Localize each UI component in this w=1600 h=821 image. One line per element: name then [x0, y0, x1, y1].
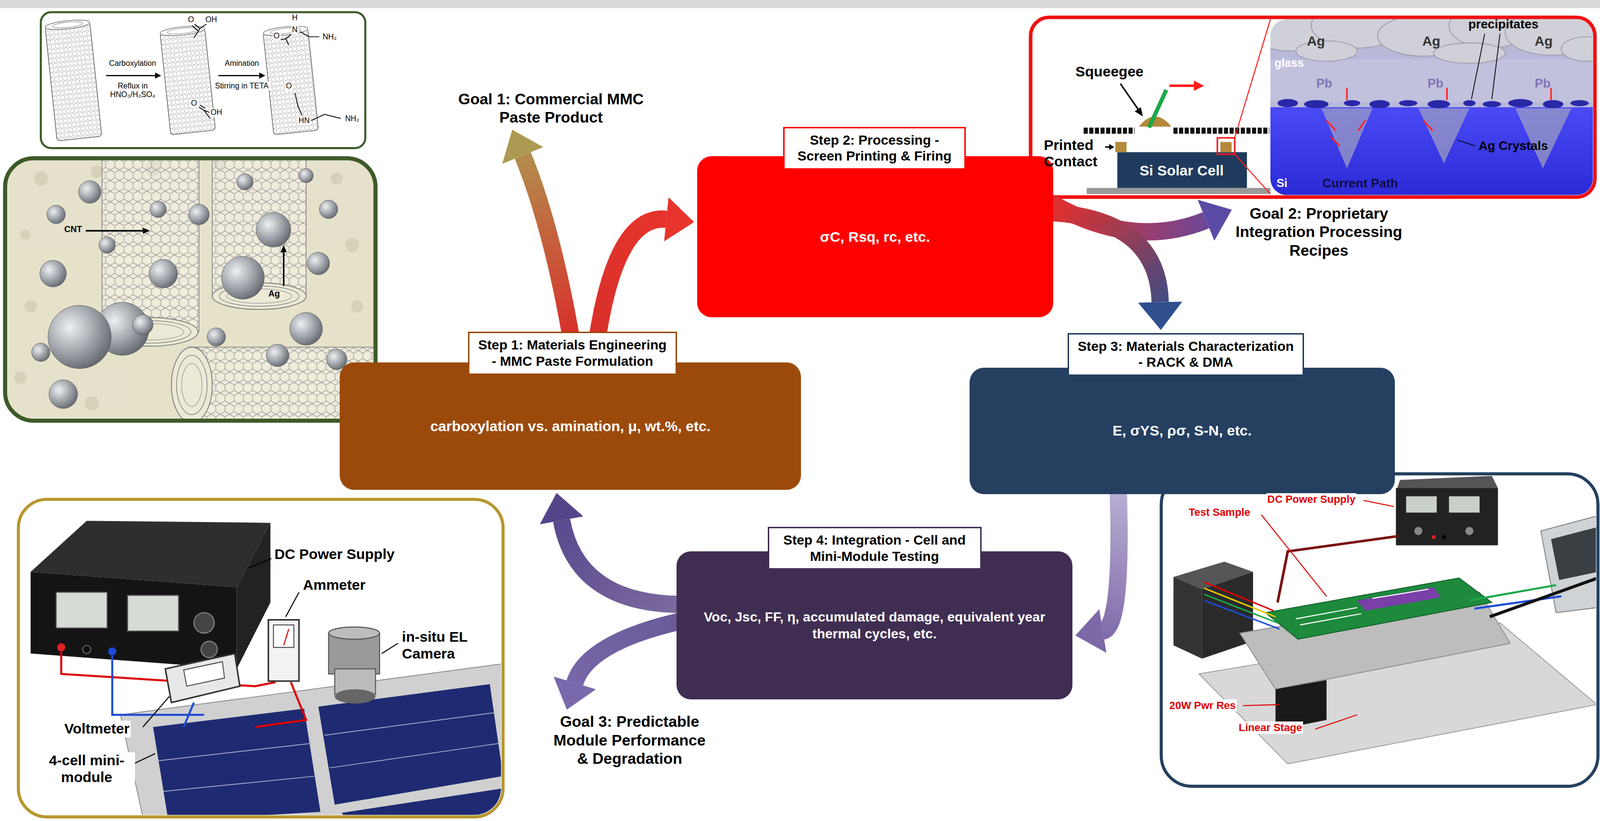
- part-label: O: [284, 81, 293, 91]
- goal-text-box: Goal 3: Predictable Module Performance &…: [546, 712, 713, 768]
- arrow-head: [1197, 199, 1232, 241]
- goal-text: Goal 1: Commercial MMC Paste Product: [454, 89, 649, 127]
- arrow-shaft: [561, 519, 679, 604]
- part-label: Pb: [1426, 76, 1445, 91]
- part-label: Si Solar Cell: [1138, 162, 1225, 180]
- chemistry-panel: [40, 12, 366, 148]
- part-label: Ag: [1305, 33, 1326, 50]
- step-title: Step 1: Materials Engineering - MMC Past…: [467, 331, 677, 375]
- processing-panel: [1030, 2, 1600, 197]
- part-label: Si: [1275, 176, 1289, 190]
- part-label: glass: [1273, 56, 1305, 70]
- part-label: NH₂: [321, 32, 338, 42]
- part-label: HN: [297, 116, 311, 125]
- part-label: O: [190, 98, 198, 108]
- part-label: O: [272, 31, 281, 41]
- part-label: H: [291, 13, 299, 23]
- part-label: Squeegee: [1074, 63, 1145, 81]
- part-label: in-situ EL Camera: [401, 628, 489, 662]
- process-box: Step 3: Materials Characterization - RAC…: [969, 367, 1396, 494]
- part-label: Printed Contact: [1042, 136, 1117, 171]
- part-label: Ag: [1533, 33, 1554, 50]
- process-box: Step 2: Processing - Screen Printing & F…: [697, 156, 1054, 318]
- part-label: Ag: [1421, 33, 1441, 50]
- part-label: OH: [209, 108, 223, 117]
- part-label: Pb: [1315, 76, 1333, 91]
- part-label: Ammeter: [302, 576, 367, 594]
- arrow-shaft: [1051, 212, 1161, 302]
- test-setup-panel: [1161, 473, 1599, 787]
- arrow-shaft: [1102, 492, 1120, 631]
- step-body: σC, Rsq, rc, etc.: [697, 156, 1054, 318]
- process-box: Step 4: Integration - Cell and Mini-Modu…: [676, 551, 1073, 700]
- process-box: Step 1: Materials Engineering - MMC Past…: [339, 362, 801, 490]
- arrow-head: [1075, 608, 1107, 653]
- part-label: 20W Pwr Res: [1168, 699, 1237, 712]
- part-label: NH₂: [344, 114, 360, 124]
- part-label: O: [186, 15, 195, 25]
- arrow-shaft: [574, 621, 679, 683]
- part-label: N: [291, 25, 299, 35]
- step-title: Step 3: Materials Characterization - RAC…: [1067, 332, 1305, 376]
- goal-text-box: Goal 1: Commercial MMC Paste Product: [454, 89, 649, 127]
- part-label: Voltmeter: [63, 720, 131, 738]
- part-label: Current Path: [1321, 176, 1399, 191]
- part-label: Reflux in HNO₃/H₂SO₄: [103, 81, 163, 100]
- part-label: Ag: [267, 288, 281, 299]
- part-label: DC Power Supply: [1266, 492, 1357, 505]
- step-body: carboxylation vs. amination, μ, wt.%, et…: [339, 362, 801, 490]
- arrow-head: [540, 492, 584, 524]
- part-label: Amination: [223, 59, 260, 68]
- cnt-silver-panel: [5, 153, 383, 424]
- step-title: Step 2: Processing - Screen Printing & F…: [783, 126, 966, 170]
- goal-text: Goal 2: Proprietary Integration Processi…: [1234, 204, 1404, 260]
- part-label: OH: [204, 15, 219, 25]
- step-body: Voc, Jsc, FF, η, accumulated damage, equ…: [676, 551, 1073, 700]
- top-band: [0, 0, 1600, 9]
- arrow-head: [553, 676, 596, 710]
- goal-text-box: Goal 2: Proprietary Integration Processi…: [1234, 204, 1404, 260]
- part-label: Stirring in TETA: [213, 81, 271, 91]
- arrow-shaft: [522, 155, 571, 334]
- part-label: Ag Crystals: [1477, 138, 1550, 154]
- part-label: precipitates: [1467, 17, 1540, 32]
- step-title: Step 4: Integration - Cell and Mini-Modu…: [767, 526, 982, 570]
- part-label: Pb: [1533, 76, 1552, 91]
- arrow-head: [1138, 301, 1183, 330]
- arrow-head: [664, 196, 694, 242]
- flow-arrow: [502, 129, 571, 334]
- goal-text: Goal 3: Predictable Module Performance &…: [546, 712, 713, 768]
- part-label: Linear Stage: [1237, 721, 1304, 734]
- flow-arrow: [598, 196, 695, 334]
- part-label: CNT: [63, 224, 84, 235]
- flow-arrow: [540, 492, 679, 604]
- part-label: Test Sample: [1187, 505, 1252, 518]
- arrow-head: [502, 129, 543, 164]
- part-label: Carboxylation: [108, 59, 158, 68]
- mini-module-panel: [18, 499, 504, 821]
- step-body: E, σYS, ρσ, S-N, etc.: [969, 367, 1396, 494]
- flow-arrow: [553, 621, 679, 710]
- part-label: 4-cell mini-module: [38, 751, 136, 786]
- flow-arrow: [1051, 212, 1183, 330]
- flow-arrow: [1075, 492, 1120, 653]
- part-label: DC Power Supply: [273, 545, 396, 563]
- arrow-shaft: [598, 219, 667, 334]
